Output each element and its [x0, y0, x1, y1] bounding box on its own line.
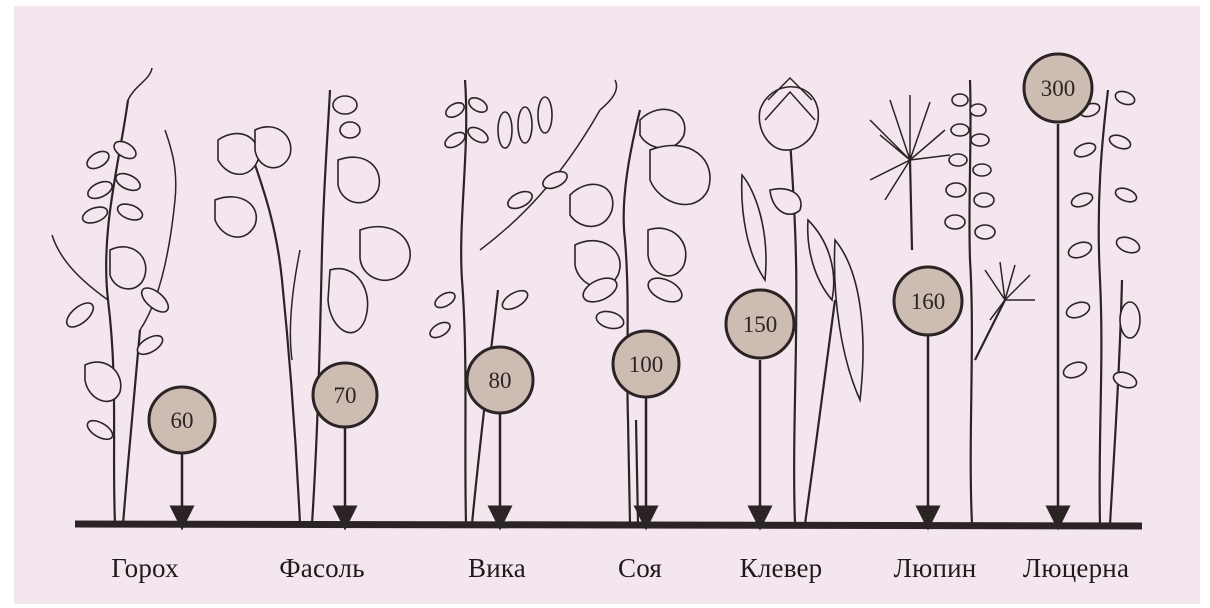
- label-vetch: Вика: [468, 553, 526, 584]
- badge-clover: 150: [726, 290, 794, 358]
- badge-vetch: 80: [467, 347, 533, 413]
- badge-alfalfa: 300: [1024, 54, 1092, 122]
- diagram-canvas: 60 70 80 100 150 160 300: [14, 6, 1200, 604]
- label-soy: Соя: [618, 553, 662, 584]
- pea-plant: [52, 68, 176, 524]
- badge-alfalfa-value: 300: [1041, 76, 1076, 101]
- label-lupine: Люпин: [894, 553, 977, 584]
- badge-vetch-value: 80: [489, 368, 512, 393]
- badge-soy: 100: [613, 331, 679, 397]
- label-bean: Фасоль: [279, 553, 364, 584]
- badge-pea: 60: [149, 387, 215, 453]
- badge-soy-value: 100: [629, 352, 664, 377]
- badge-bean: 70: [313, 363, 377, 427]
- plants-illustration: 60 70 80 100 150 160 300: [14, 6, 1200, 604]
- badge-clover-value: 150: [743, 312, 778, 337]
- soy-plant: [570, 109, 710, 524]
- badge-lupine: 160: [894, 267, 962, 335]
- ground-line: [75, 524, 1142, 526]
- label-clover: Клевер: [740, 553, 823, 584]
- label-pea: Горох: [111, 553, 179, 584]
- badge-lupine-value: 160: [911, 289, 946, 314]
- badge-bean-value: 70: [334, 383, 357, 408]
- bean-plant: [215, 90, 410, 524]
- badge-pea-value: 60: [171, 408, 194, 433]
- label-alfalfa: Люцерна: [1023, 553, 1129, 584]
- alfalfa-plant: [1061, 89, 1141, 524]
